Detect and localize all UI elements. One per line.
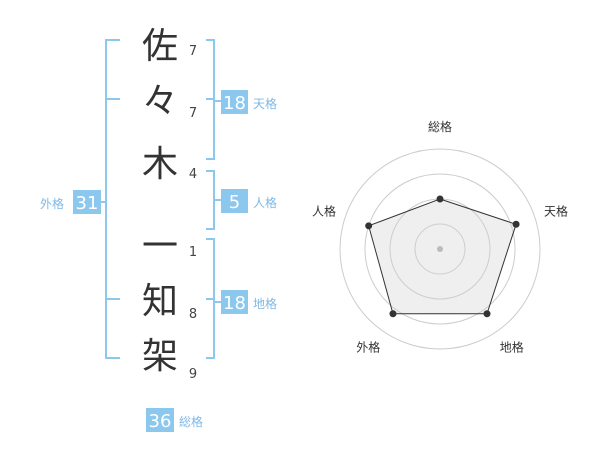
radar-center-dot (437, 246, 443, 252)
chikaku-badge-box (221, 290, 248, 314)
gaikaku-badge: 外格 31 (40, 190, 101, 214)
stroke-count-1: 7 (189, 44, 197, 59)
stroke-count-3: 4 (189, 167, 197, 182)
name-char-4: 一 (142, 226, 178, 267)
tenkaku-label: 天格 (253, 96, 277, 111)
gaikaku-value: 31 (76, 193, 99, 214)
jinkaku-label: 人格 (253, 195, 277, 210)
radar-vertex-5 (365, 222, 373, 230)
name-char-5: 知 (142, 281, 178, 322)
name-char-3: 木 (142, 144, 178, 185)
soukaku-badge-box (146, 408, 174, 432)
stroke-count-5: 8 (189, 307, 197, 322)
tenkaku-bracket (206, 39, 221, 160)
soukaku-label: 総格 (179, 414, 203, 429)
stroke-count-6: 9 (189, 367, 197, 382)
radar-axis-label-4: 外格 (356, 340, 380, 355)
chikaku-label: 地格 (253, 296, 277, 311)
radar-axis-label-3: 地格 (500, 340, 524, 355)
radar-vertex-2 (512, 220, 520, 228)
soukaku-value: 36 (149, 411, 172, 432)
name-char-2: 々 (142, 81, 178, 122)
gaikaku-bracket (101, 39, 120, 359)
tenkaku-badge-box (221, 90, 248, 114)
chikaku-bracket (206, 238, 221, 359)
radar-vertex-4 (389, 310, 397, 318)
gaikaku-label: 外格 (40, 196, 64, 211)
stroke-count-4: 1 (189, 245, 197, 260)
stroke-counts: 7 7 4 1 8 9 (189, 44, 197, 382)
name-char-1: 佐 (142, 26, 178, 67)
stroke-count-2: 7 (189, 106, 197, 121)
radar-polygon (368, 198, 517, 315)
chikaku-badge: 18 地格 (221, 290, 277, 314)
radar-axis-label-5: 人格 (312, 203, 336, 218)
radar-axis-label-1: 総格 (428, 119, 452, 134)
radar-ring-3 (364, 173, 516, 325)
radar-vertex-3 (483, 310, 491, 318)
jinkaku-badge-box (221, 189, 248, 213)
jinkaku-bracket (206, 170, 221, 230)
radar-vertex-1 (436, 195, 444, 203)
radar-ring-1 (414, 223, 466, 275)
gaikaku-badge-box (73, 190, 101, 214)
name-column: 佐 々 木 一 知 架 (142, 26, 178, 377)
name-char-6: 架 (142, 336, 178, 377)
tenkaku-badge: 18 天格 (221, 90, 277, 114)
jinkaku-badge: 5 人格 (221, 189, 277, 213)
radar-vertices (365, 195, 520, 318)
soukaku-badge: 36 総格 (146, 408, 203, 432)
tenkaku-value: 18 (223, 93, 246, 114)
jinkaku-value: 5 (229, 192, 240, 213)
radar-axis-label-2: 天格 (544, 203, 568, 218)
chikaku-value: 18 (223, 293, 246, 314)
